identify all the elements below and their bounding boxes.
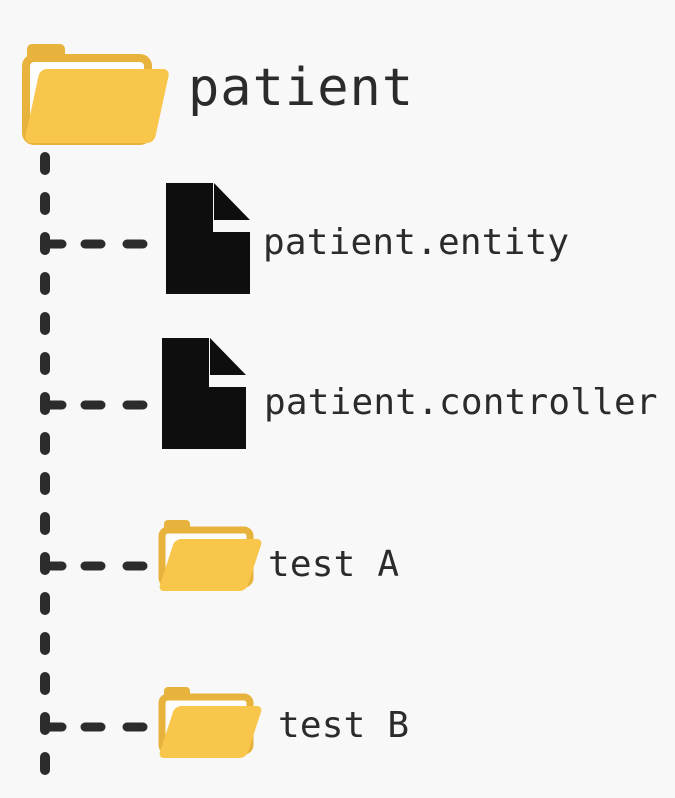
file-name-label: patient.entity xyxy=(263,222,570,263)
folder-name-label: test A xyxy=(268,544,400,585)
root-folder-label: patient xyxy=(188,58,415,118)
file-icon xyxy=(162,338,246,449)
folder-open-icon xyxy=(158,520,262,591)
folder-open-icon xyxy=(22,44,169,145)
folder-name-label: test B xyxy=(278,705,410,746)
folder-open-icon xyxy=(158,687,262,758)
file-icon xyxy=(166,183,250,294)
file-name-label: patient.controller xyxy=(264,382,658,423)
